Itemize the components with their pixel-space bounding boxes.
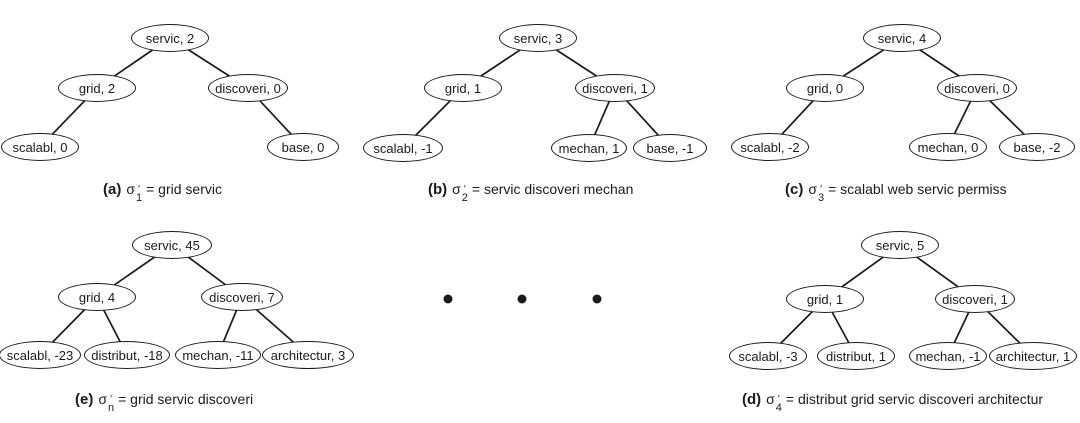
sigma-symbol: σ′4 bbox=[766, 391, 782, 414]
caption-text: = servic discoveri mechan bbox=[471, 181, 634, 197]
tree-node: mechan, -1 bbox=[909, 342, 987, 370]
tree-node: servic, 3 bbox=[499, 24, 577, 52]
sigma-symbol: σ′2 bbox=[452, 181, 468, 204]
tree-node: scalabl, -2 bbox=[731, 133, 809, 161]
tree-caption-d: (d) σ′4 = distribut grid servic discover… bbox=[742, 391, 1044, 414]
tree-node: scalabl, 0 bbox=[1, 133, 79, 161]
tree-caption-e: (e) σ′n = grid servic discoveri bbox=[75, 391, 254, 414]
sigma-symbol: σ′n bbox=[98, 391, 115, 414]
tree-node: scalabl, -3 bbox=[729, 342, 807, 370]
tree-node: mechan, 1 bbox=[551, 134, 627, 162]
caption-text: = grid servic bbox=[146, 181, 222, 197]
tree-node: mechan, 0 bbox=[909, 133, 987, 161]
tree-node: scalabl, -23 bbox=[0, 341, 81, 369]
tree-node: mechan, -11 bbox=[175, 341, 261, 369]
tree-node: grid, 2 bbox=[58, 74, 136, 102]
tree-node: servic, 2 bbox=[131, 24, 209, 52]
tree-node: grid, 1 bbox=[424, 74, 502, 102]
tree-caption-a: (a) σ′1 = grid servic bbox=[103, 181, 222, 204]
tree-node: servic, 45 bbox=[132, 231, 212, 259]
caption-text: = grid servic discoveri bbox=[118, 391, 254, 407]
ellipsis-dot bbox=[592, 294, 602, 304]
caption-tag: (e) bbox=[75, 391, 94, 408]
tree-node: architectur, 3 bbox=[262, 341, 354, 369]
caption-tag: (b) bbox=[428, 181, 448, 198]
sigma-symbol: σ′1 bbox=[126, 181, 143, 204]
tree-node: base, -2 bbox=[999, 133, 1075, 161]
tree-node: distribut, 1 bbox=[817, 342, 895, 370]
tree-node: scalabl, -1 bbox=[363, 134, 443, 162]
caption-tag: (c) bbox=[785, 181, 804, 198]
tree-node: discoveri, 1 bbox=[575, 74, 655, 102]
caption-text: = scalabl web servic permiss bbox=[828, 181, 1007, 197]
ellipsis-dot bbox=[517, 294, 527, 304]
tree-node: grid, 0 bbox=[786, 74, 864, 102]
tree-node: distribut, -18 bbox=[84, 341, 170, 369]
tree-node: discoveri, 0 bbox=[937, 74, 1017, 102]
tree-node: grid, 1 bbox=[786, 285, 864, 313]
caption-tag: (a) bbox=[103, 181, 122, 198]
tree-node: discoveri, 7 bbox=[201, 283, 283, 311]
caption-text: = distribut grid servic discoveri archit… bbox=[785, 391, 1044, 407]
caption-tag: (d) bbox=[742, 391, 762, 408]
tree-node: servic, 5 bbox=[861, 231, 939, 259]
tree-node: architectur, 1 bbox=[989, 342, 1077, 370]
ellipsis-dot bbox=[443, 294, 453, 304]
sigma-symbol: σ′3 bbox=[808, 181, 825, 204]
tree-caption-c: (c) σ′3 = scalabl web servic permiss bbox=[785, 181, 1007, 204]
tree-node: discoveri, 1 bbox=[935, 285, 1015, 313]
tree-caption-b: (b) σ′2 = servic discoveri mechan bbox=[428, 181, 634, 204]
tree-node: discoveri, 0 bbox=[208, 74, 288, 102]
tree-node: grid, 4 bbox=[58, 283, 136, 311]
tree-node: base, 0 bbox=[267, 133, 339, 161]
tree-node: base, -1 bbox=[633, 134, 707, 162]
tree-node: servic, 4 bbox=[863, 24, 941, 52]
